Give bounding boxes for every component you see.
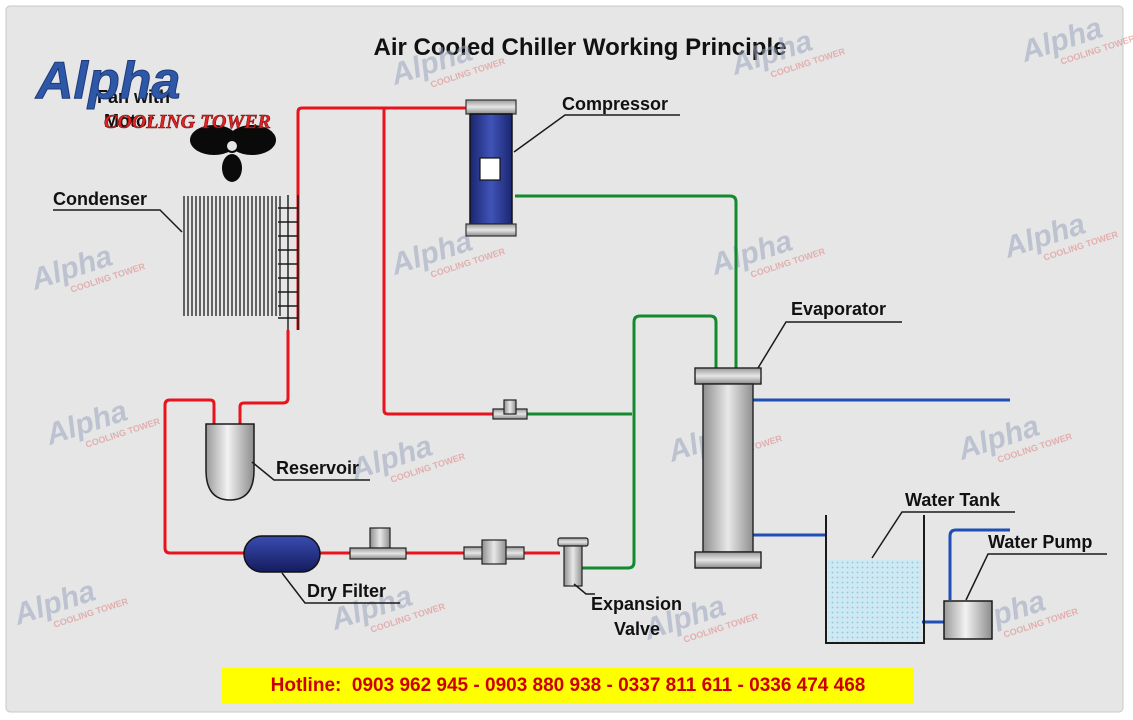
expansion-valve-leader: [573, 583, 595, 595]
water-pump: [943, 600, 993, 640]
water-tank-leader: [871, 511, 1015, 559]
hotline-banner: Hotline: 0903 962 945 - 0903 880 938 - 0…: [222, 668, 914, 704]
evaporator-label: Evaporator: [791, 299, 886, 319]
fan-label-line1: Fan with: [97, 87, 170, 107]
dry-filter-leader: [281, 572, 400, 604]
cold-refrigerant-lines: [515, 194, 738, 570]
expansion-valve: [557, 537, 589, 587]
compressor-leader: [513, 114, 680, 153]
expansion-to-evaporator-line: [580, 314, 718, 570]
suction-line: [515, 194, 738, 368]
reservoir-to-filter-line: [163, 398, 246, 555]
compressor-label: Compressor: [562, 94, 668, 114]
water-tank-label: Water Tank: [905, 490, 1001, 510]
condenser-to-reservoir-line: [238, 330, 290, 424]
condenser-leader: [53, 209, 183, 233]
fan-label-line2: Motor: [104, 111, 154, 131]
condenser-coil: [183, 196, 281, 316]
solenoid-valve: [349, 527, 407, 560]
compressor: [465, 99, 517, 237]
water-lines: [752, 398, 1010, 624]
reservoir-leader: [251, 461, 370, 481]
water-pump-leader: [965, 553, 1107, 601]
expansion-valve-label-line2: Valve: [614, 619, 660, 639]
logo-brand: Alpha: [34, 52, 180, 110]
expansion-valve-label-line1: Expansion: [591, 594, 682, 614]
diagram-title: Air Cooled Chiller Working Principle: [374, 34, 787, 61]
dry-filter: [243, 535, 321, 573]
logo-sub: COOLING TOWER: [104, 111, 271, 133]
evaporator-leader: [757, 321, 902, 369]
bypass-valve: [492, 399, 528, 420]
sight-glass: [463, 539, 525, 565]
water-tank: [825, 515, 925, 644]
bypass-line: [382, 108, 495, 416]
condenser-label: Condenser: [53, 189, 147, 209]
reservoir-label: Reservoir: [276, 458, 359, 478]
discharge-line: [296, 106, 470, 330]
fan-icon: [190, 125, 276, 182]
water-pump-label: Water Pump: [988, 532, 1092, 552]
evaporator: [694, 367, 762, 569]
alpha-logo: Alpha COOLING TOWER: [34, 52, 272, 134]
pump-outlet-line: [948, 528, 1010, 600]
dry-filter-label: Dry Filter: [307, 581, 386, 601]
reservoir: [205, 423, 255, 501]
condenser-header: [278, 195, 299, 330]
